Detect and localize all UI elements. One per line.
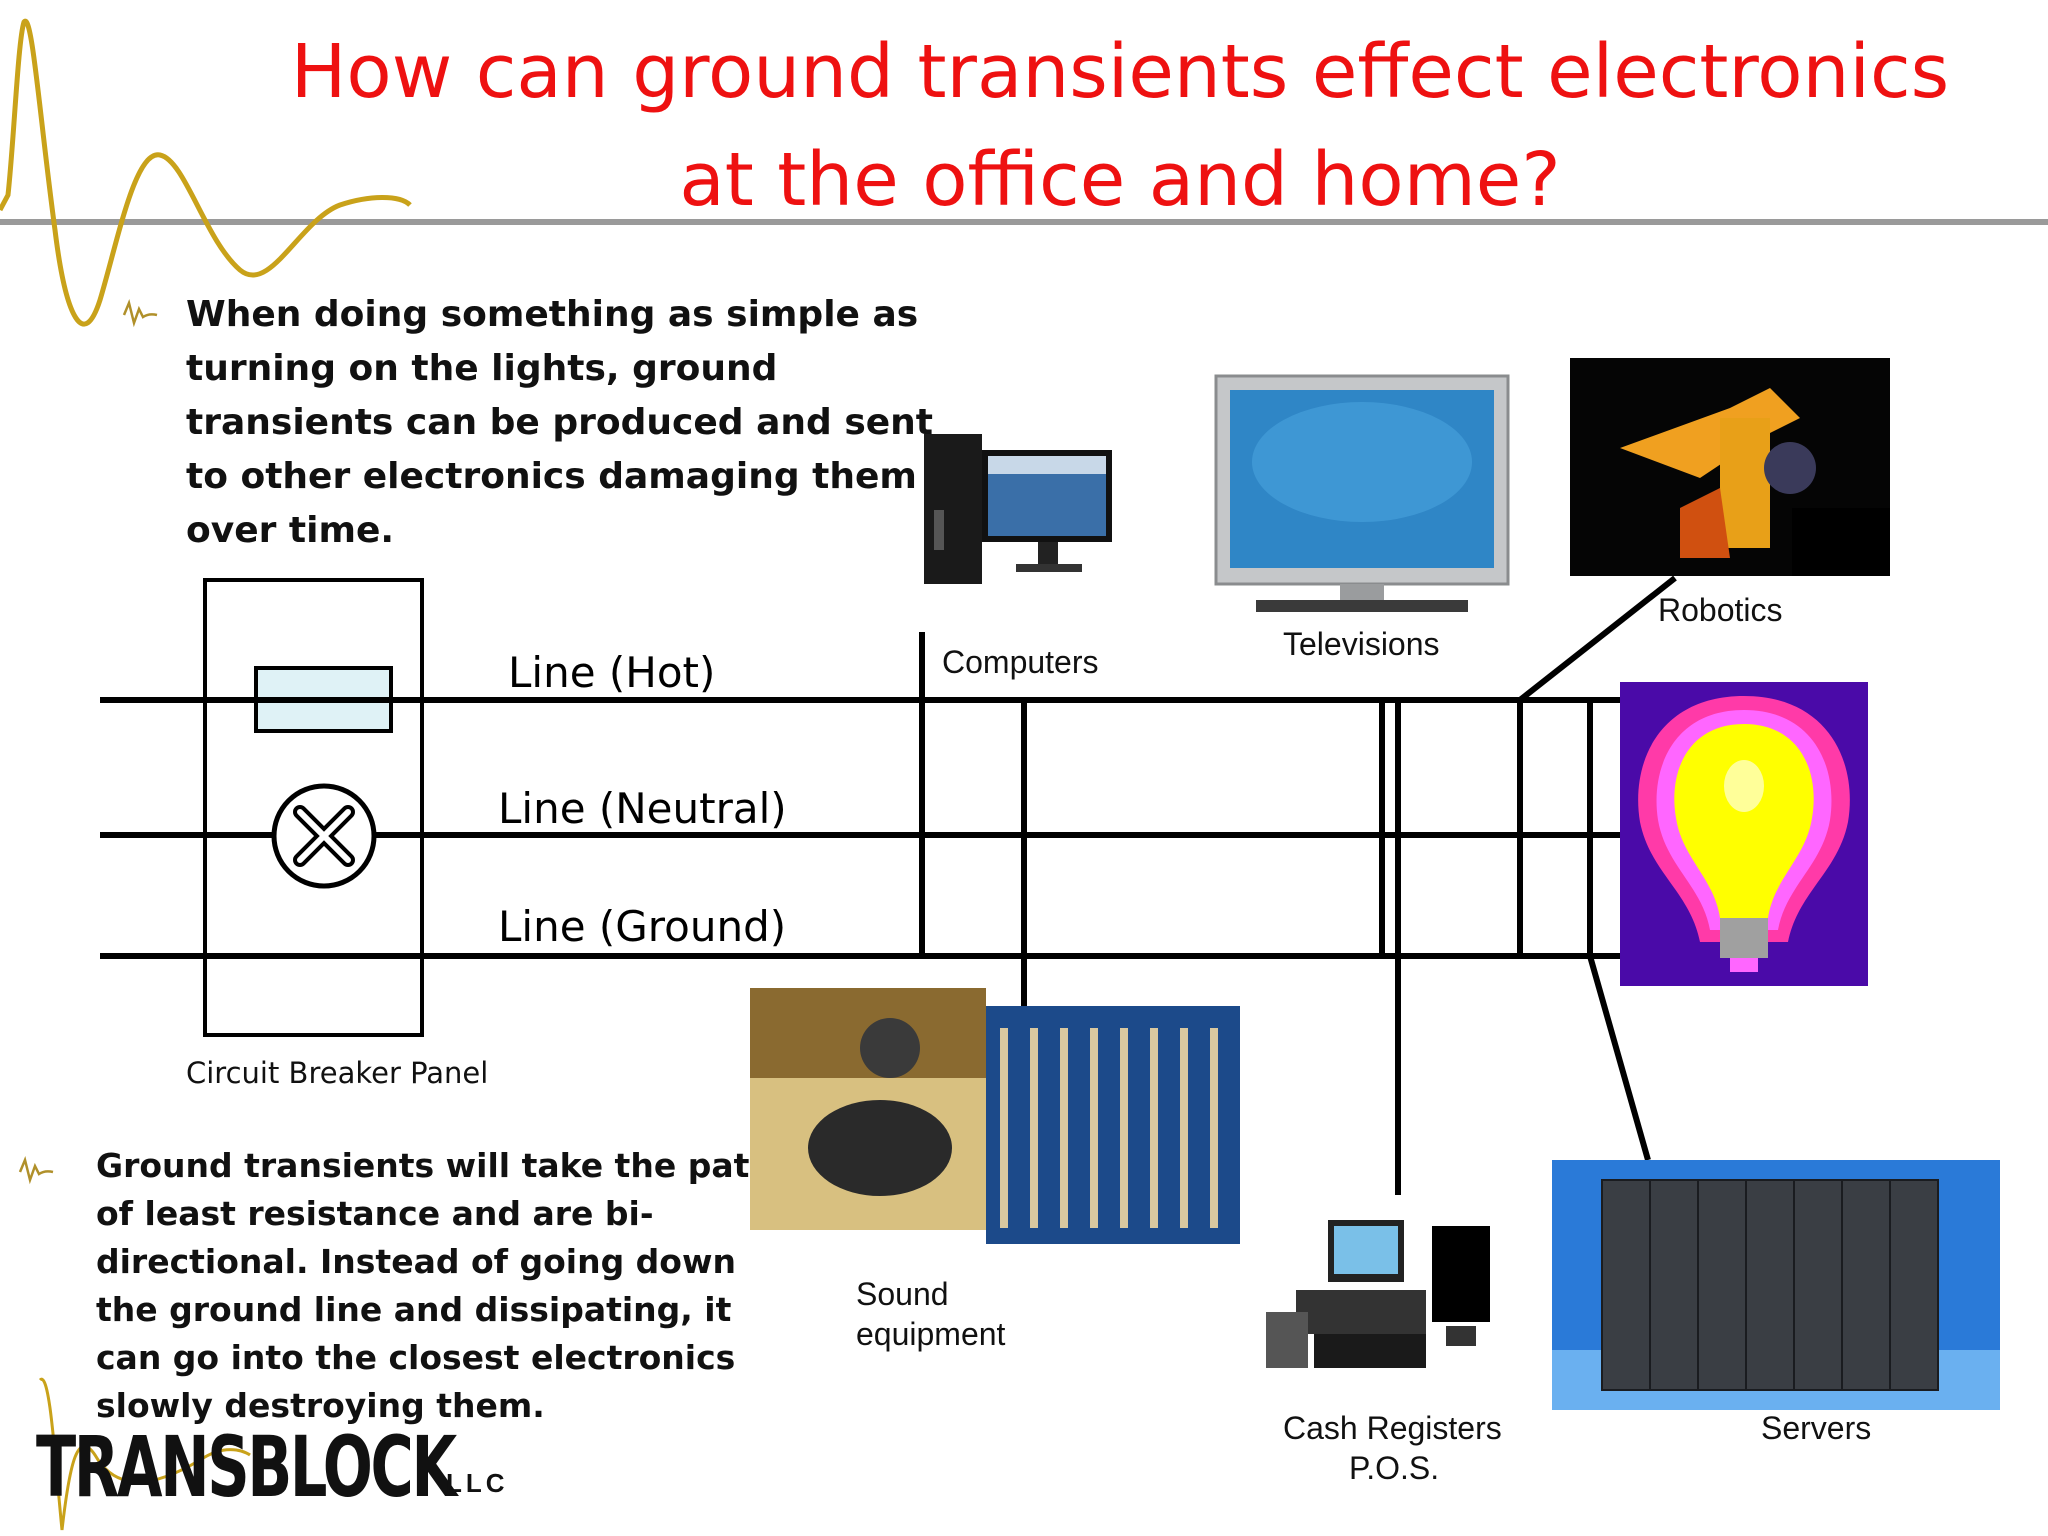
intro-paragraph: When doing something as simple as turnin… (186, 294, 933, 551)
computers-label: Computers (942, 644, 1099, 680)
television-image (1214, 374, 1510, 612)
circuit-breaker-panel (203, 578, 424, 1037)
bullet-squiggle-icon-2 (18, 1156, 54, 1185)
cash-register-label-line-2: P.O.S. (1349, 1450, 1440, 1486)
page-title: How can ground transients effect electro… (270, 18, 1970, 234)
hot-line-label: Line (Hot) (508, 648, 716, 697)
bullet-squiggle-icon (122, 299, 158, 328)
robotics-feed (1518, 575, 1677, 703)
sound-label-line-2: equipment (856, 1316, 1006, 1352)
cash-register-label-line-1: Cash Registers (1283, 1410, 1502, 1446)
cash-register-image (1266, 1220, 1490, 1368)
neutral-line-label: Line (Neutral) (498, 784, 787, 833)
title-line-2: at the office and home? (679, 137, 1561, 223)
light-bulb-image (1620, 682, 1868, 986)
sound-label-line-1: Sound (856, 1276, 949, 1312)
servers-feed (1587, 955, 1651, 1161)
panel-label: Circuit Breaker Panel (186, 1056, 489, 1090)
robotics-image (1570, 358, 1890, 576)
sound-equipment-image (750, 988, 1240, 1244)
path-paragraph: Ground transients will take the path of … (96, 1146, 773, 1425)
servers-image (1552, 1160, 2000, 1410)
title-line-1: How can ground transients effect electro… (290, 29, 1950, 115)
robotics-label: Robotics (1658, 592, 1783, 628)
company-logo: TRANSBLOCK (36, 1418, 457, 1516)
wave-decoration (0, 18, 412, 327)
ground-line-label: Line (Ground) (498, 902, 787, 951)
logo-wave (38, 1377, 251, 1531)
company-logo-suffix: LLC (446, 1468, 509, 1498)
televisions-label: Televisions (1283, 626, 1440, 662)
servers-label: Servers (1761, 1410, 1872, 1446)
computer-image (924, 434, 1112, 584)
